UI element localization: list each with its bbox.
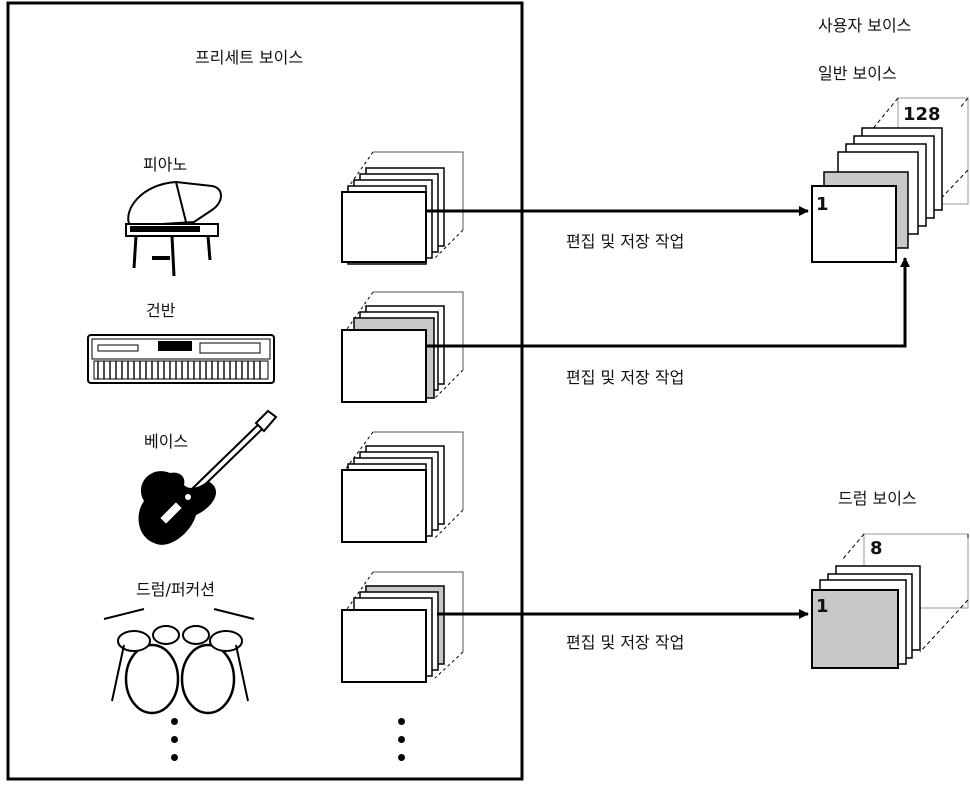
user-normal-voice-stack [812, 98, 968, 262]
preset-stack-drums [342, 572, 463, 682]
user-drum-voice-title: 드럼 보이스 [838, 485, 917, 509]
arrow-label-2: 편집 및 저장 작업 [566, 364, 684, 388]
arrow-label-3: 편집 및 저장 작업 [566, 629, 684, 653]
category-label-drums: 드럼/퍼커션 [136, 576, 215, 600]
category-label-piano: 피아노 [143, 151, 187, 175]
keyboard-synth-icon [88, 335, 274, 383]
arrow-label-1: 편집 및 저장 작업 [566, 228, 684, 252]
drum-kit-icon [104, 609, 254, 713]
more-categories-ellipsis [171, 718, 179, 772]
drum-voice-last-number: 8 [870, 538, 883, 559]
preset-voice-panel [8, 3, 522, 779]
edit-store-arrow-2 [427, 258, 905, 346]
drum-voice-first-number: 1 [816, 596, 829, 617]
preset-stack-piano [342, 152, 463, 264]
preset-stack-bass [342, 432, 463, 542]
normal-voice-last-number: 128 [903, 104, 941, 125]
category-label-bass: 베이스 [144, 428, 188, 452]
user-normal-voice-title: 일반 보이스 [818, 60, 897, 84]
user-voice-title: 사용자 보이스 [818, 12, 911, 36]
category-label-keyboard: 건반 [146, 297, 175, 321]
normal-voice-first-number: 1 [816, 194, 829, 215]
grand-piano-icon [126, 182, 221, 276]
user-drum-voice-stack [812, 534, 968, 668]
preset-voice-title: 프리세트 보이스 [195, 44, 303, 68]
more-stacks-ellipsis [398, 718, 406, 772]
